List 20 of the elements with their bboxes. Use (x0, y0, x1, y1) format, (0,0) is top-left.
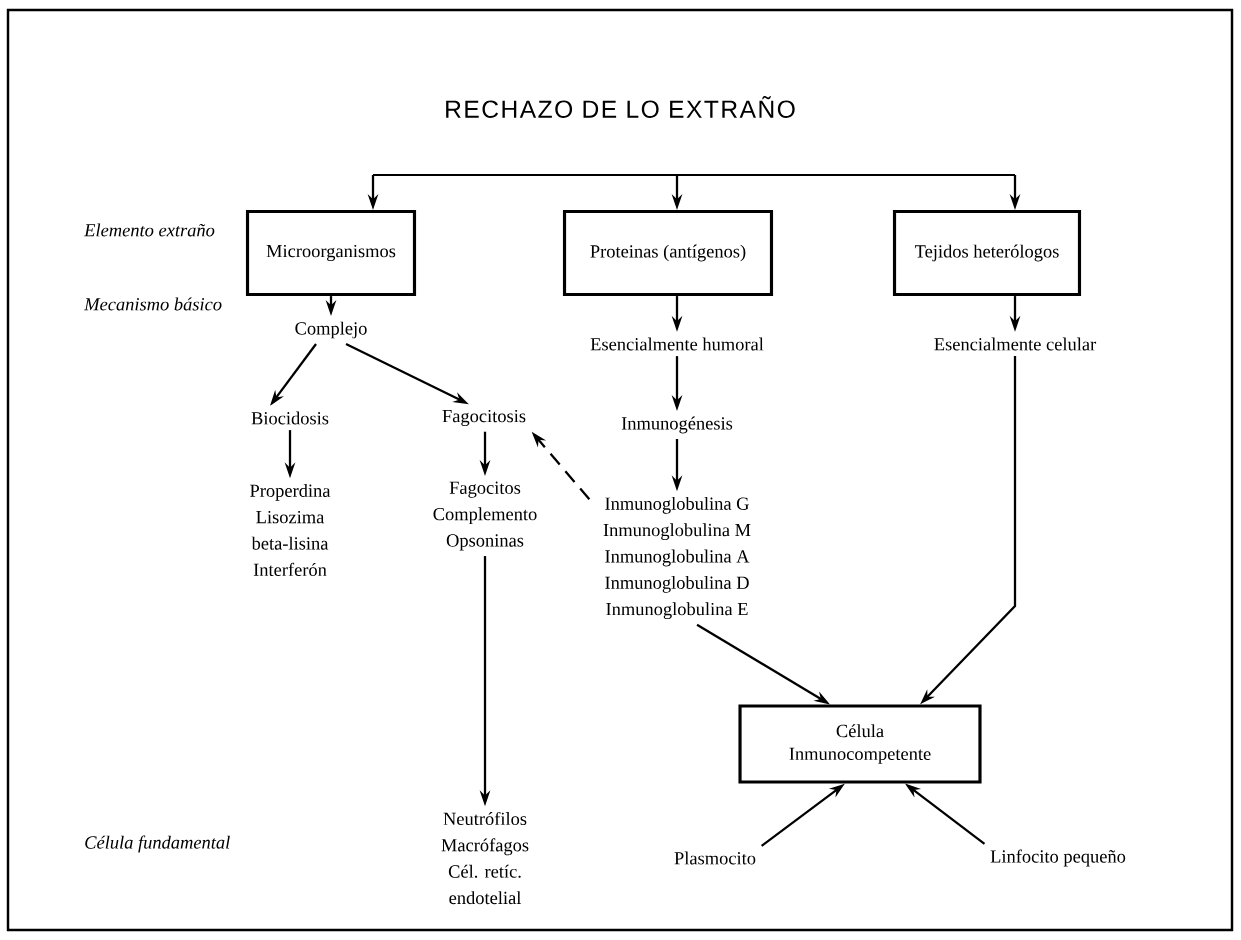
process-box: Microorganismos (245, 209, 417, 297)
node-text: Properdina Lisozima beta-lisina Interferón (250, 484, 331, 577)
process-box: Proteinas (antígenos) (562, 209, 774, 297)
node-text: Fagocitos Complemento Opsoninas (433, 481, 537, 551)
node-text: Esencialmente celular (934, 337, 1097, 351)
title: RECHAZO DE LO EXTRAÑO (446, 96, 795, 118)
node-text: Esencialmente humoral (590, 337, 764, 351)
row-label: Mecanismo básico (84, 297, 222, 311)
node-text: Plasmocito (674, 851, 756, 865)
node-text: Biocidosis (251, 411, 329, 425)
process-box: Tejidos heterólogos (892, 209, 1082, 297)
node-text: Inmunoglobulina G Inmunoglobulina M Inmunoglobulina A Inmunoglobulina D Inmunoglobulina E (603, 496, 751, 620)
node-text: Inmunogénesis (621, 416, 733, 434)
node-text: Complejo (295, 321, 367, 339)
node-text: Linfocito pequeño (990, 849, 1126, 867)
row-label: Elemento extraño (84, 223, 215, 237)
node-text: Fagocitosis (442, 409, 526, 427)
node-text: Neutrófilos Macrófagos Cél. retíc. endotelial (441, 811, 529, 905)
process-box: Célula Inmunocompetente (738, 704, 982, 784)
row-label: Célula fundamental (85, 835, 230, 853)
